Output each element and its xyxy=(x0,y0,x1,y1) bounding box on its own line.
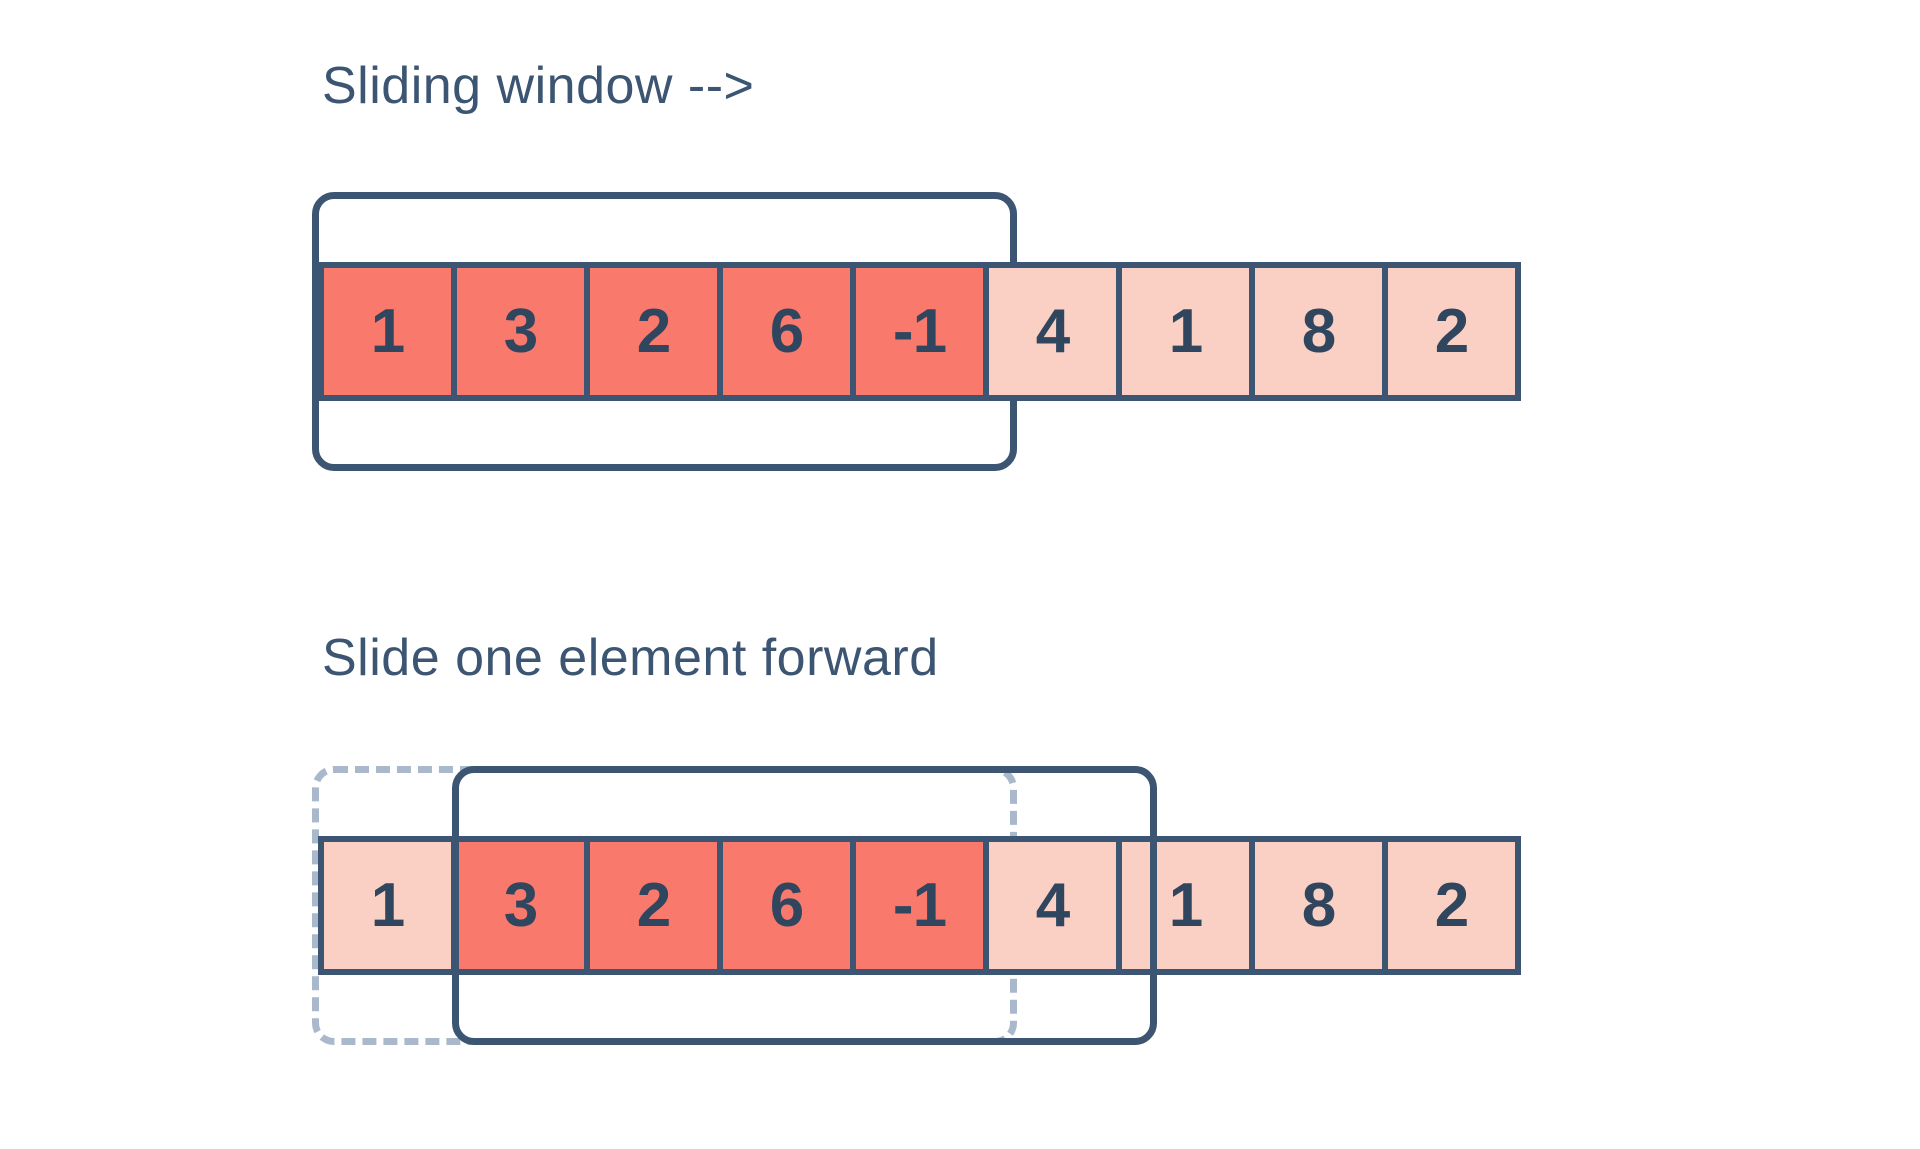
array-cell: 4 xyxy=(983,262,1122,401)
array-cell: 3 xyxy=(451,262,590,401)
section-title-sliding-window: Sliding window --> xyxy=(322,57,755,115)
array-cell: 4 xyxy=(983,836,1122,975)
array-cell: 2 xyxy=(1382,262,1521,401)
array-cell: 1 xyxy=(1116,262,1255,401)
array-row-step-1: 1 3 2 6 -1 4 1 8 2 xyxy=(318,262,1521,401)
array-cell: 1 xyxy=(1116,836,1255,975)
array-cell: 8 xyxy=(1249,836,1388,975)
array-cell: -1 xyxy=(850,262,989,401)
array-row-step-2: 1 3 2 6 -1 4 1 8 2 xyxy=(318,836,1521,975)
array-cell: 8 xyxy=(1249,262,1388,401)
section-title-slide-forward: Slide one element forward xyxy=(322,629,939,687)
array-cell: 1 xyxy=(318,836,457,975)
array-cell: 2 xyxy=(584,836,723,975)
array-cell: 1 xyxy=(318,262,457,401)
array-cell: 3 xyxy=(451,836,590,975)
array-cell: 2 xyxy=(584,262,723,401)
array-cell: -1 xyxy=(850,836,989,975)
array-cell: 2 xyxy=(1382,836,1521,975)
array-cell: 6 xyxy=(717,262,856,401)
array-cell: 6 xyxy=(717,836,856,975)
